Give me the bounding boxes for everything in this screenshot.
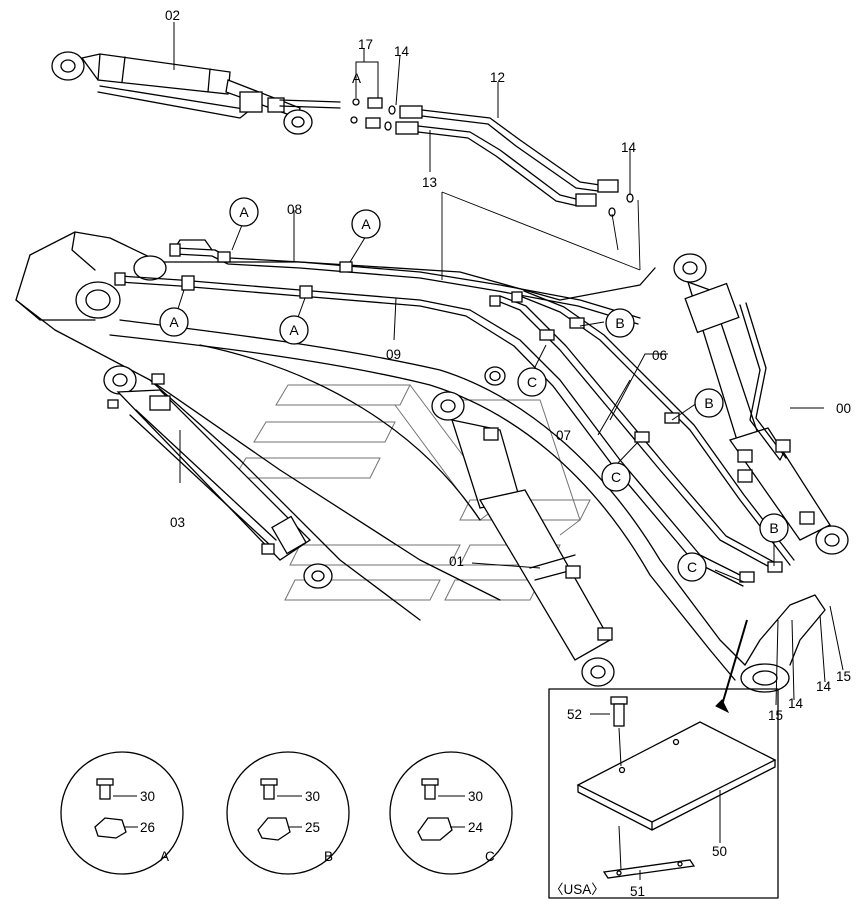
label-01: 01 <box>449 554 464 569</box>
label-14-low: 14 <box>816 679 832 694</box>
detail-a-letter: A <box>160 849 169 864</box>
label-08: 08 <box>287 202 302 217</box>
hose-12-13 <box>395 105 634 217</box>
pipe-09 <box>114 272 751 587</box>
label-02: 02 <box>165 8 180 23</box>
cylinder-01 <box>431 391 615 687</box>
fitting-a-marker: A <box>352 71 361 86</box>
detail-a-label-30: 30 <box>140 789 155 804</box>
callout-a-2: A <box>351 209 381 239</box>
callout-a-1-label: A <box>239 204 249 220</box>
callout-a-1: A <box>229 197 259 227</box>
label-15-left: 15 <box>768 708 783 723</box>
label-03: 03 <box>170 515 185 530</box>
callout-c-1-label: C <box>527 374 537 390</box>
pipe-08 <box>169 239 641 325</box>
leader-lines <box>173 22 844 714</box>
label-17: 17 <box>358 37 373 52</box>
callout-b-3: B <box>759 513 789 543</box>
fittings-17-14 <box>350 97 396 131</box>
callout-c-2: C <box>601 462 631 492</box>
label-06: 06 <box>652 348 667 363</box>
detail-b-label-30: 30 <box>305 789 320 804</box>
callout-b-3-label: B <box>769 520 778 536</box>
inset-label-51: 51 <box>630 884 645 899</box>
callout-b-2-label: B <box>704 395 713 411</box>
callout-c-3-label: C <box>687 559 697 575</box>
cylinder-00 <box>673 253 849 555</box>
inset-region-label: 〈USA〉 <box>550 882 605 897</box>
callout-c-2-label: C <box>611 469 621 485</box>
callout-b-1: B <box>605 308 635 338</box>
detail-a-label-26: 26 <box>140 820 155 835</box>
detail-c-label-24: 24 <box>468 820 484 835</box>
label-14-mid: 14 <box>788 696 804 711</box>
detail-c: 30 24 C <box>389 751 513 875</box>
label-07: 07 <box>556 428 571 443</box>
usa-inset: 52 50 51 〈USA〉 <box>548 688 779 899</box>
callout-a-4-label: A <box>289 322 299 338</box>
detail-c-letter: C <box>485 849 495 864</box>
label-09: 09 <box>386 347 401 362</box>
callout-c-1: C <box>517 367 547 397</box>
detail-c-label-30: 30 <box>468 789 483 804</box>
inset-label-50: 50 <box>712 844 727 859</box>
pipe-06-07 <box>489 290 795 583</box>
callout-c-3: C <box>677 552 707 582</box>
callout-b-2: B <box>694 388 724 418</box>
detail-b-letter: B <box>324 849 333 864</box>
callout-a-3: A <box>159 307 189 337</box>
projection-lines <box>441 191 641 280</box>
detail-b: 30 25 B <box>226 751 350 875</box>
callout-a-4: A <box>279 315 309 345</box>
label-14-right: 14 <box>621 140 637 155</box>
cylinder-03 <box>103 365 333 589</box>
callout-a-3-label: A <box>169 314 179 330</box>
ring-part <box>484 366 506 386</box>
label-12: 12 <box>490 70 505 85</box>
detail-b-label-25: 25 <box>305 820 320 835</box>
callout-b-1-label: B <box>615 315 624 331</box>
label-15-right: 15 <box>836 669 851 684</box>
label-13: 13 <box>422 175 437 190</box>
cylinder-02 <box>51 51 341 135</box>
boom-outline <box>15 231 826 693</box>
inset-label-52: 52 <box>567 707 582 722</box>
part-labels: 02 17 14 12 13 14 08 09 06 07 00 01 03 1… <box>165 8 851 723</box>
boom-foot-pin <box>75 255 167 319</box>
label-14-top: 14 <box>394 44 410 59</box>
label-00: 00 <box>836 401 851 416</box>
detail-a: 30 26 A <box>60 751 184 875</box>
callout-a-2-label: A <box>361 216 371 232</box>
